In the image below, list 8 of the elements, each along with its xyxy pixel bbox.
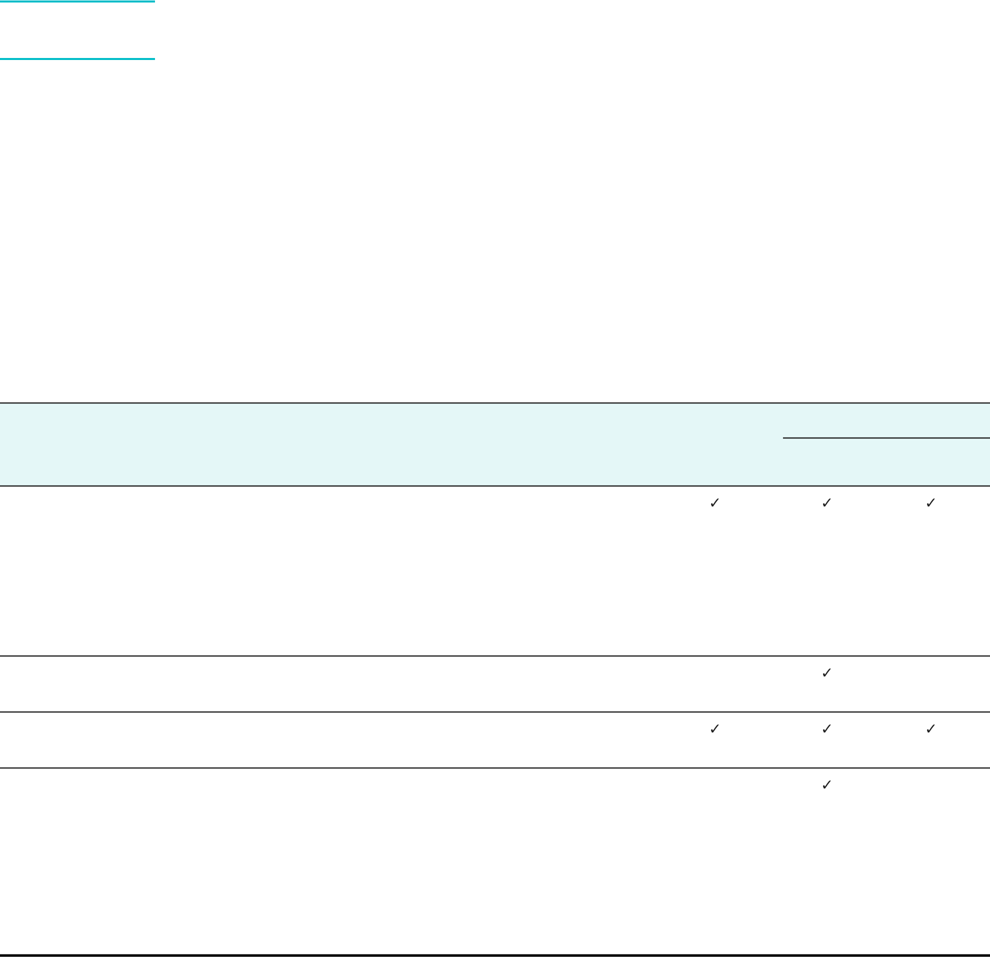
check-mark: ✓ <box>708 720 722 738</box>
check-mark: ✓ <box>924 720 938 738</box>
check-mark: ✓ <box>820 494 834 512</box>
check-mark: ✓ <box>924 494 938 512</box>
check-mark: ✓ <box>820 720 834 738</box>
check-mark: ✓ <box>820 776 834 794</box>
check-mark: ✓ <box>820 664 834 682</box>
check-mark: ✓ <box>708 494 722 512</box>
